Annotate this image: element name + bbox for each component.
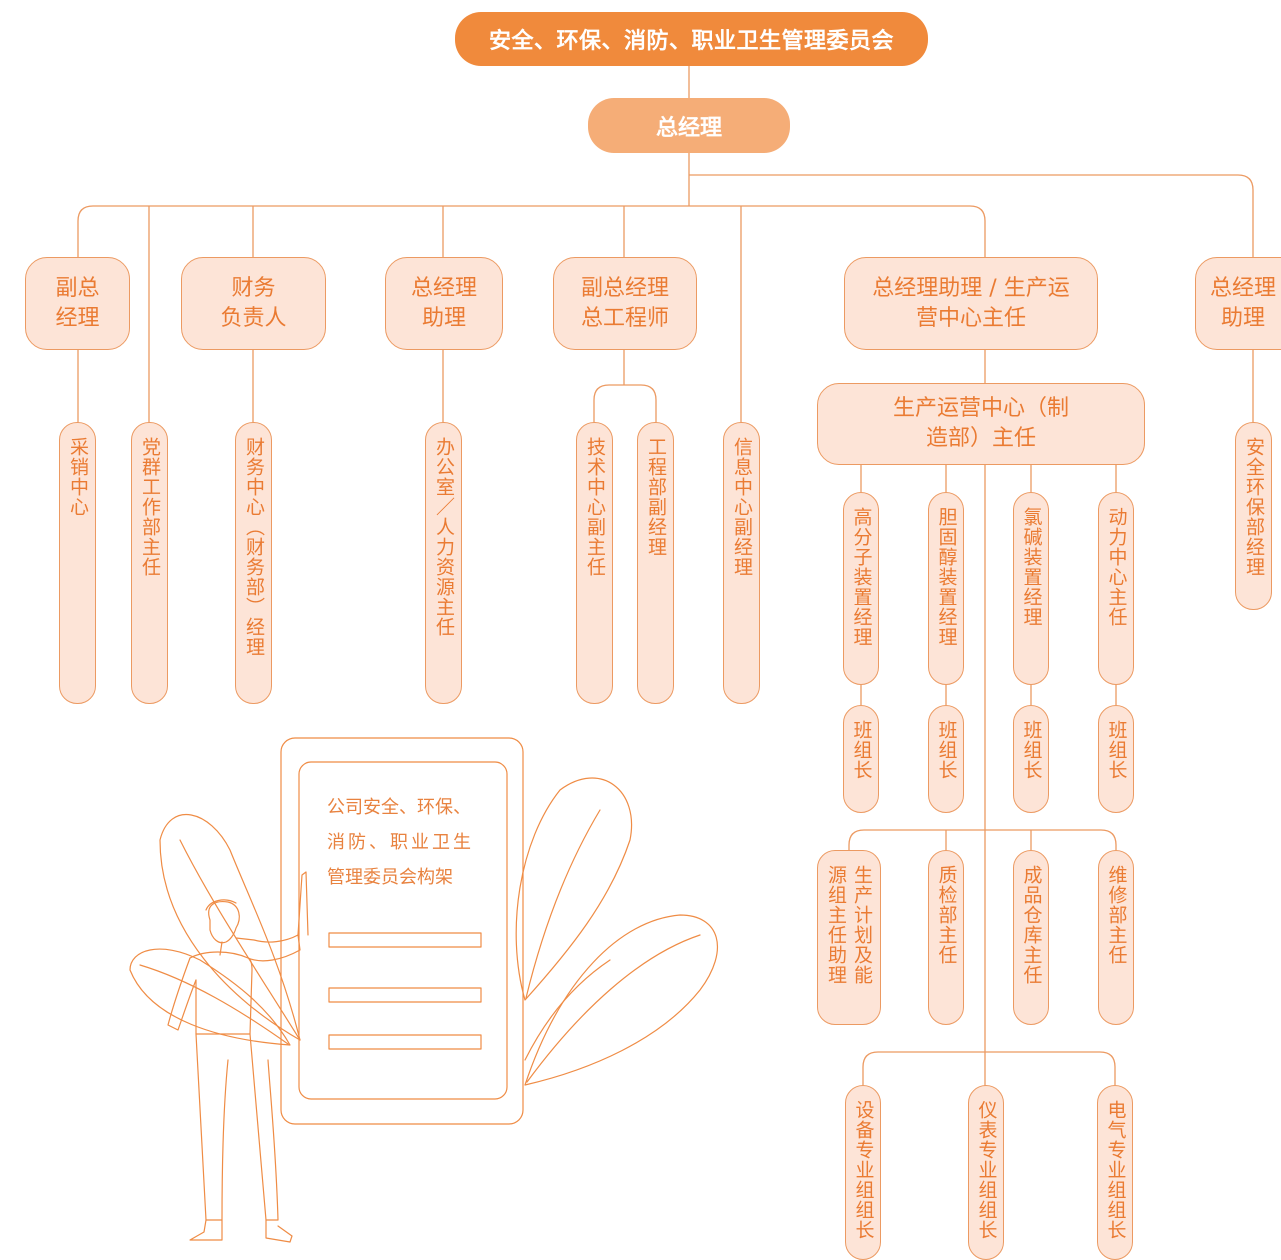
team-leader-pill: 班组长	[928, 705, 964, 813]
unit-label: 胆固醇装置经理	[935, 507, 958, 647]
deputy-gm-box: 副总 经理	[25, 257, 130, 350]
instrument-group-pill: 仪表专业组组长	[968, 1085, 1004, 1260]
finance-head-line1: 财务	[231, 275, 276, 301]
finance-center-label: 财务中心（财务部）经理	[243, 437, 265, 657]
warehouse-label: 成品仓库主任	[1020, 865, 1043, 985]
gm-assistant-right-box: 总经理 助理	[1195, 257, 1281, 350]
unit-pill: 胆固醇装置经理	[928, 492, 964, 685]
board-caption-line2: 消防、职业卫生	[327, 832, 474, 853]
team-leader-label: 班组长	[1020, 720, 1043, 780]
chief-engineer-line1: 副总经理	[580, 275, 669, 301]
production-center-line1: 生产运营中心（制	[892, 396, 1069, 421]
office-hr-pill: 办公室／人力资源主任	[425, 422, 462, 704]
equipment-group-pill: 设备专业组组长	[845, 1085, 881, 1260]
finance-head-line2: 负责人	[220, 305, 287, 331]
gm-assistant-right-line1: 总经理	[1209, 275, 1276, 301]
production-ops-director-box: 总经理助理 / 生产运 营中心主任	[844, 257, 1098, 350]
planning-energy-col2: 源组主任助理	[825, 865, 847, 985]
warehouse-pill: 成品仓库主任	[1013, 850, 1049, 1025]
quality-dept-label: 质检部主任	[935, 865, 958, 965]
board-caption: 公司安全、环保、 消防、职业卫生 管理委员会构架	[327, 790, 497, 895]
quality-dept-pill: 质检部主任	[928, 850, 964, 1025]
team-leader-label: 班组长	[1105, 720, 1128, 780]
unit-label: 氯碱装置经理	[1020, 507, 1043, 627]
unit-label: 动力中心主任	[1105, 507, 1128, 627]
unit-pill: 氯碱装置经理	[1013, 492, 1049, 685]
production-center-line2: 造部）主任	[925, 426, 1036, 451]
maintenance-pill: 维修部主任	[1098, 850, 1134, 1025]
unit-pill: 高分子装置经理	[843, 492, 879, 685]
party-affairs-label: 党群工作部主任	[139, 437, 161, 577]
unit-label: 高分子装置经理	[850, 507, 873, 647]
team-leader-pill: 班组长	[843, 705, 879, 813]
info-center-label: 信息中心副经理	[731, 437, 753, 577]
gm-assistant-line1: 总经理	[410, 275, 477, 301]
production-ops-director-line1: 总经理助理 / 生产运	[872, 275, 1070, 301]
general-manager-label: 总经理	[655, 115, 722, 141]
production-center-box: 生产运营中心（制 造部）主任	[817, 383, 1145, 465]
team-leader-label: 班组长	[935, 720, 958, 780]
info-center-pill: 信息中心副经理	[723, 422, 760, 704]
office-hr-label: 办公室／人力资源主任	[433, 437, 455, 637]
instrument-group-label: 仪表专业组组长	[975, 1100, 998, 1240]
procurement-center-pill: 采销中心	[59, 422, 96, 704]
electrical-group-pill: 电气专业组组长	[1097, 1085, 1133, 1260]
committee-title: 安全、环保、消防、职业卫生管理委员会	[488, 29, 894, 54]
planning-energy-pill: 生产计划及能 源组主任助理	[817, 850, 881, 1025]
unit-pill: 动力中心主任	[1098, 492, 1134, 685]
tech-center-pill: 技术中心副主任	[576, 422, 613, 704]
team-leader-pill: 班组长	[1013, 705, 1049, 813]
engineering-dept-pill: 工程部副经理	[637, 422, 674, 704]
board-caption-line1: 公司安全、环保、	[327, 797, 471, 818]
deputy-gm-line2: 经理	[55, 305, 100, 331]
chief-engineer-line2: 总工程师	[580, 305, 669, 331]
gm-assistant-line2: 助理	[421, 305, 466, 331]
production-ops-director-line2: 营中心主任	[915, 305, 1026, 331]
finance-center-pill: 财务中心（财务部）经理	[235, 422, 272, 704]
safety-env-dept-label: 安全环保部经理	[1243, 437, 1265, 577]
team-leader-pill: 班组长	[1098, 705, 1134, 813]
safety-env-dept-pill: 安全环保部经理	[1235, 422, 1272, 610]
gm-assistant-box: 总经理 助理	[385, 257, 503, 350]
party-affairs-pill: 党群工作部主任	[131, 422, 168, 704]
gm-assistant-right-line2: 助理	[1220, 305, 1265, 331]
team-leader-label: 班组长	[850, 720, 873, 780]
committee-title-box: 安全、环保、消防、职业卫生管理委员会	[455, 12, 928, 66]
procurement-center-label: 采销中心	[67, 437, 89, 517]
engineering-dept-label: 工程部副经理	[645, 437, 667, 557]
board-caption-line3: 管理委员会构架	[327, 867, 453, 888]
planning-energy-col1: 生产计划及能	[851, 865, 873, 985]
tech-center-label: 技术中心副主任	[584, 437, 606, 577]
electrical-group-label: 电气专业组组长	[1104, 1100, 1127, 1240]
maintenance-label: 维修部主任	[1105, 865, 1128, 965]
equipment-group-label: 设备专业组组长	[852, 1100, 875, 1240]
finance-head-box: 财务 负责人	[181, 257, 326, 350]
presentation-illustration	[129, 737, 718, 1243]
deputy-gm-line1: 副总	[55, 275, 100, 301]
general-manager-box: 总经理	[588, 98, 790, 153]
chief-engineer-box: 副总经理 总工程师	[553, 257, 697, 350]
